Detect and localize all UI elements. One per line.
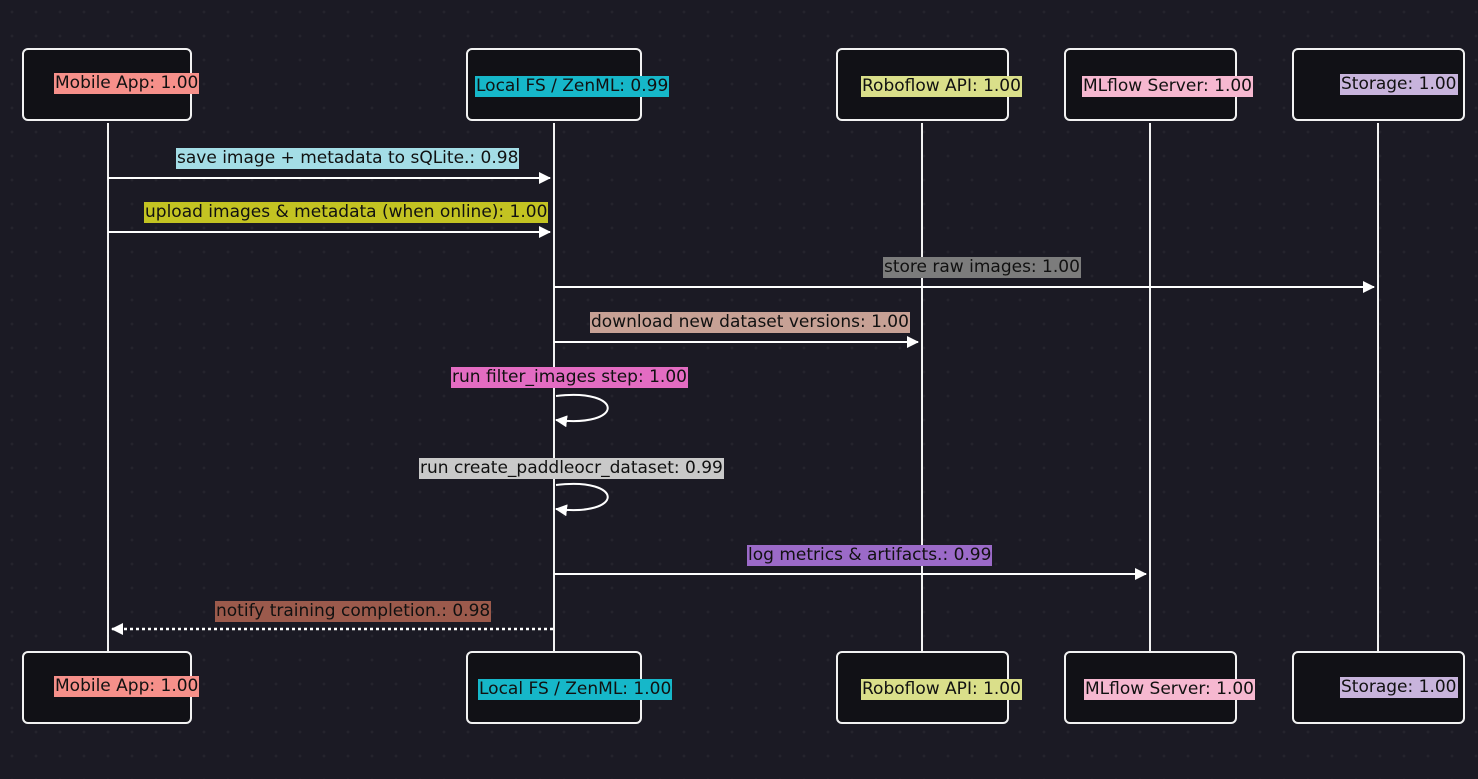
message-arrow-6-self xyxy=(555,482,609,517)
message-label-3: store raw images: 1.00 xyxy=(883,257,1081,278)
participant-label-mobile-app-bottom: Mobile App: 1.00 xyxy=(54,676,200,697)
participant-label-storage-bottom: Storage: 1.00 xyxy=(1340,677,1458,698)
message-label-2: upload images & metadata (when online): … xyxy=(144,202,549,223)
message-label-6: run create_paddleocr_dataset: 0.99 xyxy=(419,458,724,479)
message-label-1: save image + metadata to sQLite.: 0.98 xyxy=(176,148,520,169)
message-label-5: run filter_images step: 1.00 xyxy=(451,367,688,388)
participant-label-mlflow-top: MLflow Server: 1.00 xyxy=(1082,76,1253,97)
participant-label-local-fs-bottom: Local FS / ZenML: 1.00 xyxy=(478,679,673,700)
participant-label-mobile-app-top: Mobile App: 1.00 xyxy=(54,73,200,94)
message-arrow-5-self xyxy=(555,393,609,428)
message-label-8: notify training completion.: 0.98 xyxy=(215,601,492,622)
participant-label-local-fs-top: Local FS / ZenML: 0.99 xyxy=(475,76,670,97)
participant-label-roboflow-top: Roboflow API: 1.00 xyxy=(861,76,1022,97)
participant-label-mlflow-bottom: MLflow Server: 1.00 xyxy=(1084,679,1255,700)
message-label-4: download new dataset versions: 1.00 xyxy=(590,312,910,333)
participant-label-storage-top: Storage: 1.00 xyxy=(1340,74,1458,95)
message-label-7: log metrics & artifacts.: 0.99 xyxy=(747,545,993,566)
participant-label-roboflow-bottom: Roboflow API: 1.00 xyxy=(861,679,1022,700)
